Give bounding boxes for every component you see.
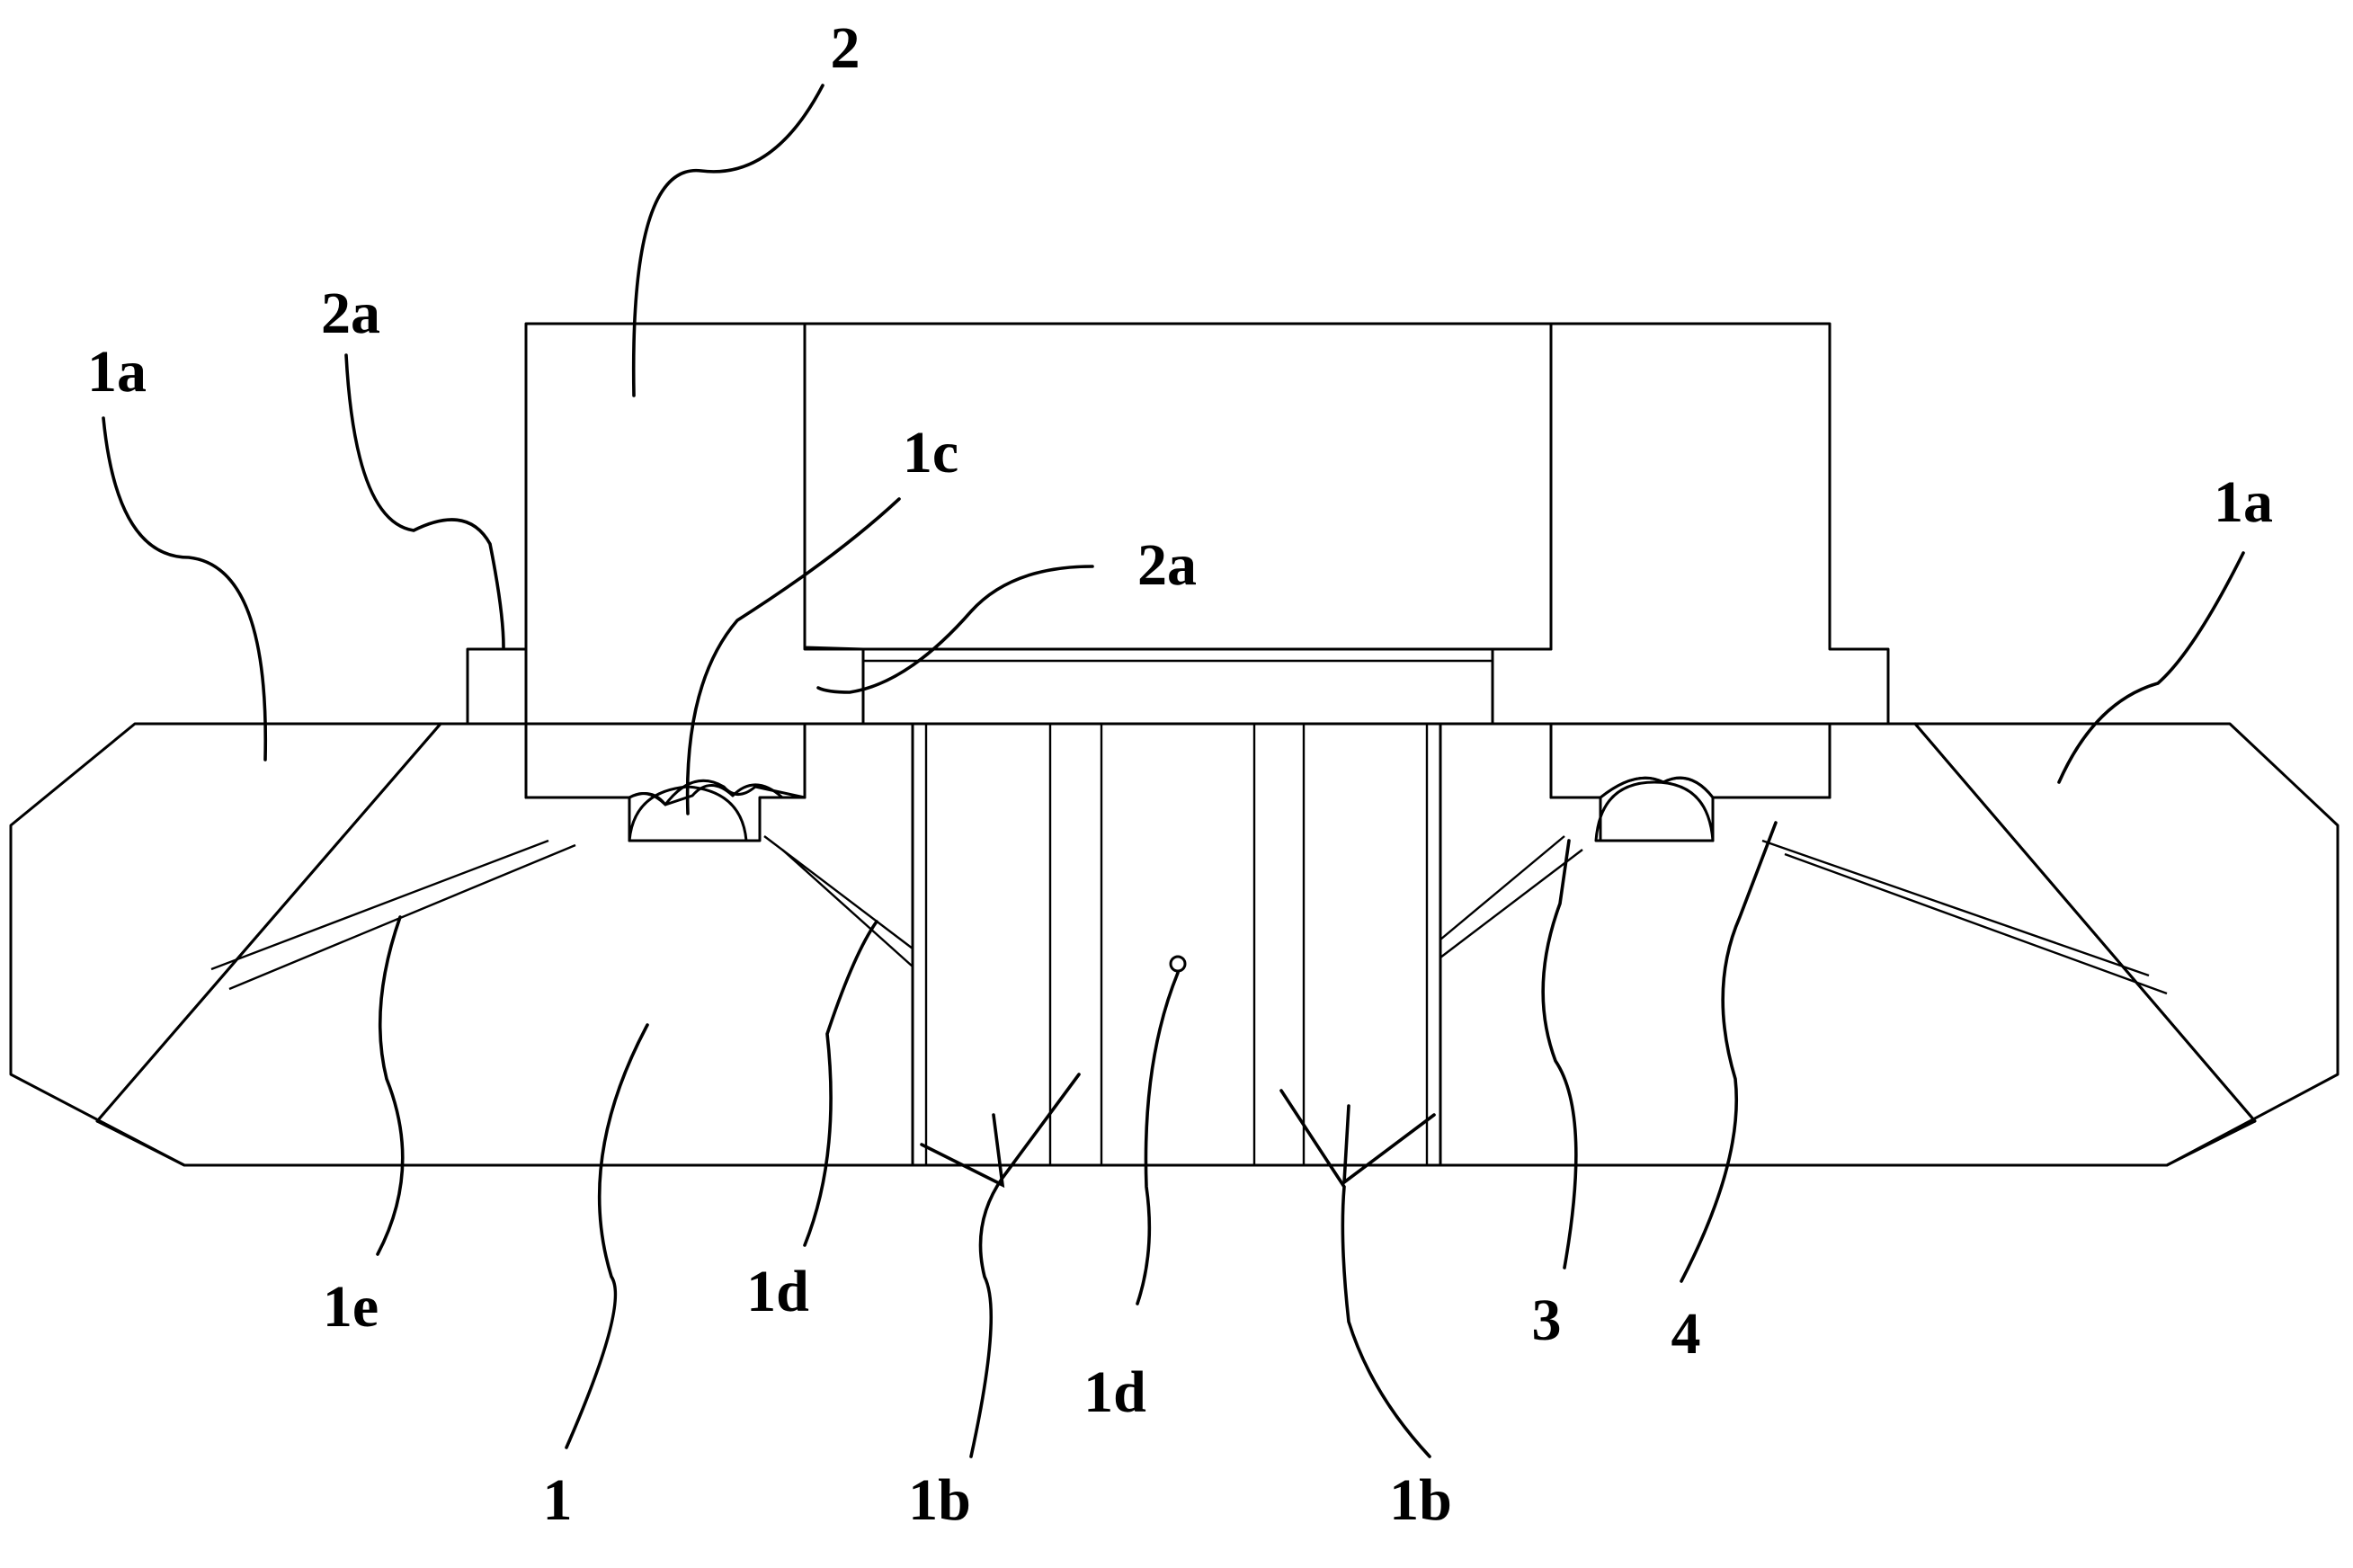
base-body <box>11 724 2338 1165</box>
leader-1a-right <box>2059 553 2243 782</box>
base-right-hatched <box>1440 724 2255 1165</box>
leader-4 <box>1681 823 1776 1281</box>
leader-1e <box>378 917 403 1254</box>
right-channel-line-2 <box>1785 854 2167 993</box>
label-2a-upper: 2a <box>321 281 380 346</box>
reference-labels: 2 2a 1a 1c 2a 1a 1e 1d 1 1b 1d 1b 3 4 <box>87 15 2273 1533</box>
leader-1c <box>688 499 899 814</box>
leader-1b-left <box>971 1074 1079 1457</box>
label-2a-center: 2a <box>1137 532 1197 598</box>
label-1e: 1e <box>323 1274 379 1340</box>
label-1a-right: 1a <box>2214 469 2273 535</box>
label-1a-left: 1a <box>87 339 147 405</box>
label-1: 1 <box>543 1467 573 1533</box>
label-1c: 1c <box>903 420 958 486</box>
right-seal-ball <box>1596 782 1713 841</box>
label-1b-left: 1b <box>908 1467 971 1533</box>
left-inner-channel-2 <box>782 850 913 967</box>
cap-left-flange <box>468 649 526 724</box>
label-1b-right: 1b <box>1389 1467 1452 1533</box>
right-channel-line-1 <box>1762 841 2149 976</box>
leader-2 <box>634 85 823 396</box>
cap-left-post <box>526 324 863 805</box>
right-chamfer-line <box>1915 724 2255 1121</box>
leader-2a-center <box>818 566 1092 692</box>
right-seal-groove <box>1551 797 1830 841</box>
leader-lines <box>103 85 2243 1457</box>
left-channel-line-1 <box>211 841 548 969</box>
label-3: 3 <box>1532 1287 1562 1353</box>
label-2: 2 <box>831 15 860 81</box>
cap-top-opening <box>805 324 1551 649</box>
left-channel-line-2 <box>229 845 575 989</box>
leader-2a-upper <box>346 355 504 647</box>
label-1d-center: 1d <box>1083 1359 1146 1425</box>
leader-1 <box>566 1025 647 1448</box>
label-1d-left: 1d <box>746 1259 809 1324</box>
right-inner-channel-1 <box>1440 836 1564 940</box>
leader-1b-left-arrow <box>922 1115 1003 1185</box>
leader-1d-center <box>1137 973 1178 1304</box>
center-point <box>1171 957 1185 971</box>
leader-1b-right-arrow <box>1344 1106 1434 1182</box>
leader-1d-left <box>805 922 877 1245</box>
leader-3 <box>1543 841 1576 1268</box>
central-bore <box>913 724 1440 1165</box>
base-outline <box>11 724 2338 1165</box>
leader-1a-left <box>103 418 265 760</box>
base-left-hatched <box>97 724 913 1165</box>
label-4: 4 <box>1671 1301 1701 1367</box>
